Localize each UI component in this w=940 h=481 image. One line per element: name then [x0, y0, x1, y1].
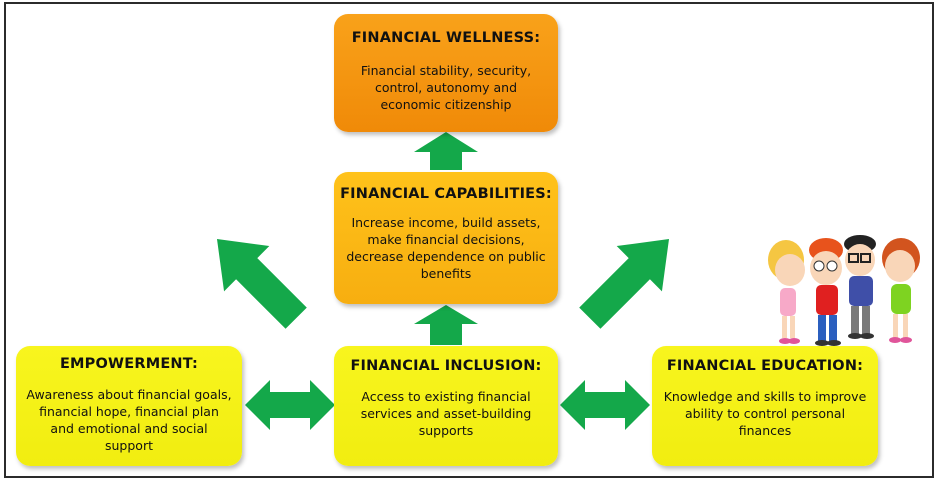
double-arrow-left — [245, 380, 335, 430]
diagonal-arrow-right — [579, 238, 670, 329]
financial-education-title: FINANCIAL EDUCATION: — [666, 358, 864, 374]
up-arrow-to-wellness — [414, 132, 478, 170]
financial-capabilities-title: FINANCIAL CAPABILITIES: — [340, 186, 552, 202]
financial-wellness-title: FINANCIAL WELLNESS: — [351, 30, 541, 46]
financial-capabilities-box: FINANCIAL CAPABILITIES: Increase income,… — [334, 172, 558, 304]
empowerment-box: EMPOWERMENT: Awareness about financial g… — [16, 346, 242, 466]
kid-blonde-girl — [768, 240, 805, 344]
financial-wellness-box: FINANCIAL WELLNESS: Financial stability,… — [334, 14, 558, 132]
financial-education-body: Knowledge and skills to improve ability … — [663, 389, 867, 438]
diagonal-arrow-left — [216, 238, 307, 329]
kid-glasses-boy — [844, 235, 876, 339]
double-arrow-right — [560, 380, 650, 430]
financial-inclusion-box: FINANCIAL INCLUSION: Access to existing … — [334, 346, 558, 466]
up-arrow-to-capabilities — [414, 305, 478, 345]
financial-education-box: FINANCIAL EDUCATION: Knowledge and skill… — [652, 346, 878, 466]
financial-inclusion-title: FINANCIAL INCLUSION: — [350, 358, 542, 374]
cartoon-kids-illustration — [768, 235, 920, 346]
empowerment-title: EMPOWERMENT: — [59, 356, 199, 372]
financial-wellness-body: Financial stability, security, control, … — [360, 63, 532, 112]
empowerment-body: Awareness about financial goals, financi… — [26, 387, 232, 453]
financial-capabilities-body: Increase income, build assets, make fina… — [346, 215, 546, 281]
kid-red-hair-girl — [882, 238, 920, 343]
kid-orange-hair-boy — [809, 238, 843, 346]
financial-inclusion-body: Access to existing financial services an… — [360, 389, 532, 438]
